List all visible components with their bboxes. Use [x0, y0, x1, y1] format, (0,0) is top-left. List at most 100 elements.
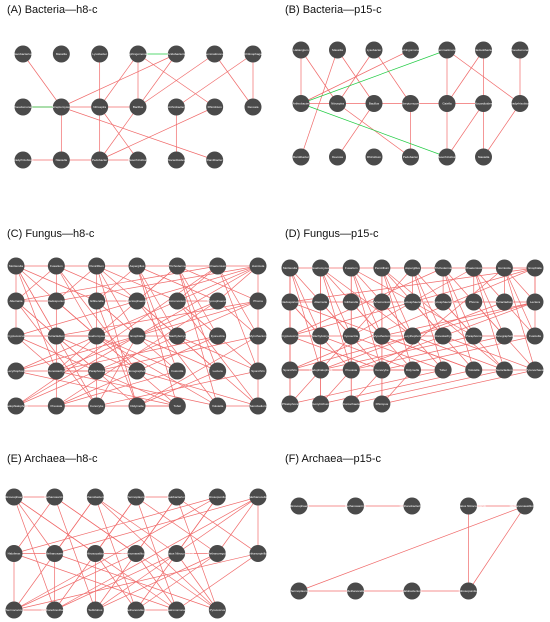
node-circle: [168, 362, 186, 380]
positive-edge: [446, 49, 521, 104]
positive-edge: [136, 265, 178, 337]
node-label: Sporothrix: [251, 369, 265, 373]
node-label: Conocybe: [90, 404, 104, 408]
node: Sporothrix: [249, 362, 267, 380]
node-label: Sarocladium: [250, 404, 267, 408]
node-circle: [312, 361, 330, 379]
node-circle: [88, 257, 106, 275]
node: Clonostachys: [47, 362, 66, 380]
node-label: Rhizobium: [367, 155, 382, 159]
node-label: Didymella: [406, 368, 420, 372]
positive-edge: [54, 553, 177, 611]
node-circle: [465, 293, 483, 311]
node-label: Humicola: [252, 264, 265, 268]
node: Paraphoma: [88, 362, 106, 380]
node-circle: [342, 395, 360, 413]
node-label: Preussia: [50, 404, 62, 408]
positive-edge: [96, 265, 218, 372]
node: Myrothecium: [373, 327, 391, 345]
node-circle: [249, 488, 267, 506]
node-label: Arthrobacter: [168, 105, 185, 109]
node: Lectera: [209, 362, 227, 380]
node-circle: [329, 41, 346, 59]
positive-edge: [96, 370, 259, 407]
positive-edge: [320, 267, 413, 371]
node: Massilia: [52, 45, 70, 63]
node-circle: [127, 601, 145, 619]
panel-title: (B) Bacteria—p15-c: [285, 4, 382, 16]
positive-edge: [56, 335, 218, 372]
node: Devosia: [244, 98, 262, 116]
node-label: Lecythophora: [7, 369, 26, 373]
node-circle: [342, 293, 360, 311]
node-label: Ilyonectria: [211, 334, 225, 338]
node-label: Haliangium: [293, 48, 309, 52]
positive-edge: [483, 103, 521, 158]
node-circle: [47, 292, 65, 310]
node: Cryptococcus: [281, 327, 300, 345]
node: Methanobacterium: [83, 488, 108, 506]
node-label: Aspergillus: [130, 264, 145, 268]
node-label: Phoma: [253, 299, 263, 303]
positive-edge: [99, 106, 215, 161]
positive-edge: [373, 49, 411, 104]
node-label: Arthrobacter: [293, 102, 310, 106]
node-label: Niastella: [478, 155, 490, 159]
node: Haloferax: [5, 545, 23, 562]
node-circle: [14, 45, 32, 63]
node-circle: [365, 95, 383, 112]
node-label: Fusarium: [50, 264, 63, 268]
node: Myrothecium: [249, 327, 267, 345]
node-label: Plectosphaerella: [401, 300, 424, 304]
node-circle: [373, 293, 391, 311]
positive-edge: [136, 265, 218, 302]
node-label: Bacillus: [133, 105, 144, 109]
node-circle: [292, 41, 310, 59]
node-label: Nitrospira: [93, 105, 106, 109]
node: Exophiala: [526, 259, 544, 277]
node-label: Lectera: [213, 369, 223, 373]
positive-edge: [95, 496, 177, 554]
node-label: Monographella: [127, 369, 147, 373]
node-label: Devosia: [332, 155, 343, 159]
node-label: Chaetomium: [209, 264, 227, 268]
node-label: Cryptococcus: [281, 334, 300, 338]
node-label: Lysobacter: [367, 48, 382, 52]
node-label: Exophiala: [528, 266, 542, 270]
node: Acremonium: [373, 293, 391, 311]
node: Pseudomonas: [13, 98, 33, 116]
node-label: Halobacterium: [167, 495, 187, 499]
node-circle: [88, 292, 106, 310]
node-circle: [208, 601, 226, 619]
node-label: Nocardioides: [168, 158, 186, 162]
node: Gonytrichum: [312, 395, 330, 413]
positive-edge: [214, 53, 254, 108]
node-label: Bradyrhizobium: [510, 102, 531, 106]
node-label: Massilia: [56, 52, 67, 56]
node-label: Fusarium: [345, 266, 358, 270]
node-label: Trichoderma: [169, 264, 186, 268]
node-circle: [129, 151, 147, 169]
node: Lecythophora: [403, 327, 422, 345]
node-label: Bradyrhizobium: [13, 158, 34, 162]
node-circle: [206, 98, 224, 116]
node-circle: [312, 293, 330, 311]
node-circle: [402, 95, 419, 112]
node-circle: [281, 259, 299, 277]
node: Rhizobium: [365, 148, 383, 166]
node-label: Mycosphaerella: [207, 299, 228, 303]
node-label: Mesorhizobium: [437, 155, 458, 159]
node-circle: [128, 257, 146, 275]
node-circle: [244, 45, 262, 63]
node: Tuber: [168, 397, 186, 415]
node-label: Cladophialophora: [309, 368, 333, 372]
node-label: Myrothecium: [373, 334, 391, 338]
node: Lysobacter: [91, 45, 109, 63]
node-label: Phialophora: [282, 402, 298, 406]
node-circle: [7, 327, 25, 345]
node-label: Nitrospira: [331, 102, 344, 106]
node-label: Alternaria: [314, 300, 327, 304]
node: Methanosarcina: [44, 488, 66, 506]
